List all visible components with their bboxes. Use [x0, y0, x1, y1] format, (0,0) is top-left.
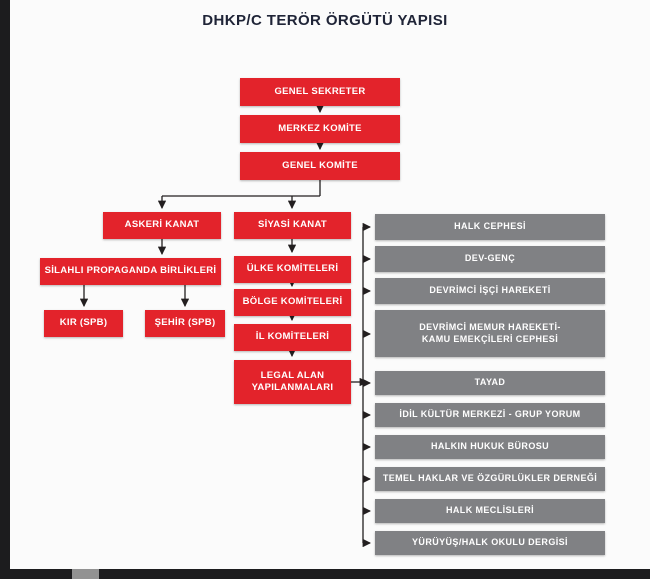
node-askeri-kanat: ASKERİ KANAT	[103, 212, 221, 239]
node-silahli-propaganda-birlikleri: SİLAHLI PROPAGANDA BİRLİKLERİ	[40, 258, 221, 285]
page-title: DHKP/C TERÖR ÖRGÜTÜ YAPISI	[202, 12, 448, 29]
legal-org-box: HALKIN HUKUK BÜROSU	[375, 435, 605, 459]
legal-org-box: TEMEL HAKLAR VE ÖZGÜRLÜKLER DERNEĞİ	[375, 467, 605, 491]
legal-org-box: DEV-GENÇ	[375, 246, 605, 272]
node-ulke-komiteleri: ÜLKE KOMİTELERİ	[234, 256, 351, 283]
legal-org-box: DEVRİMCİ İŞÇİ HAREKETİ	[375, 278, 605, 304]
node-il-komiteleri: İL KOMİTELERİ	[234, 324, 351, 351]
legal-org-box: YÜRÜYÜŞ/HALK OKULU DERGİSİ	[375, 531, 605, 555]
legal-org-box: İDİL KÜLTÜR MERKEZİ - GRUP YORUM	[375, 403, 605, 427]
legal-org-label: DEVRİMCİ MEMUR HAREKETİ- KAMU EMEKÇİLERİ…	[419, 321, 561, 344]
left-edge-bar	[0, 0, 10, 579]
node-genel-komite: GENEL KOMİTE	[240, 152, 400, 180]
legal-org-box: HALK MECLİSLERİ	[375, 499, 605, 523]
bottom-bar-segment	[72, 569, 99, 579]
node-sehir-spb: ŞEHİR (SPB)	[145, 310, 225, 337]
node-legal-alan-yapilanmalari: LEGAL ALAN YAPILANMALARI	[234, 360, 351, 404]
bottom-edge-bar	[0, 569, 650, 579]
node-bolge-komiteleri: BÖLGE KOMİTELERİ	[234, 289, 351, 316]
node-siyasi-kanat: SİYASİ KANAT	[234, 212, 351, 239]
legal-org-box: DEVRİMCİ MEMUR HAREKETİ- KAMU EMEKÇİLERİ…	[375, 310, 605, 357]
node-kir-spb: KIR (SPB)	[44, 310, 123, 337]
legal-org-box: HALK CEPHESİ	[375, 214, 605, 240]
node-merkez-komite: MERKEZ KOMİTE	[240, 115, 400, 143]
legal-org-box: TAYAD	[375, 371, 605, 395]
node-genel-sekreter: GENEL SEKRETER	[240, 78, 400, 106]
